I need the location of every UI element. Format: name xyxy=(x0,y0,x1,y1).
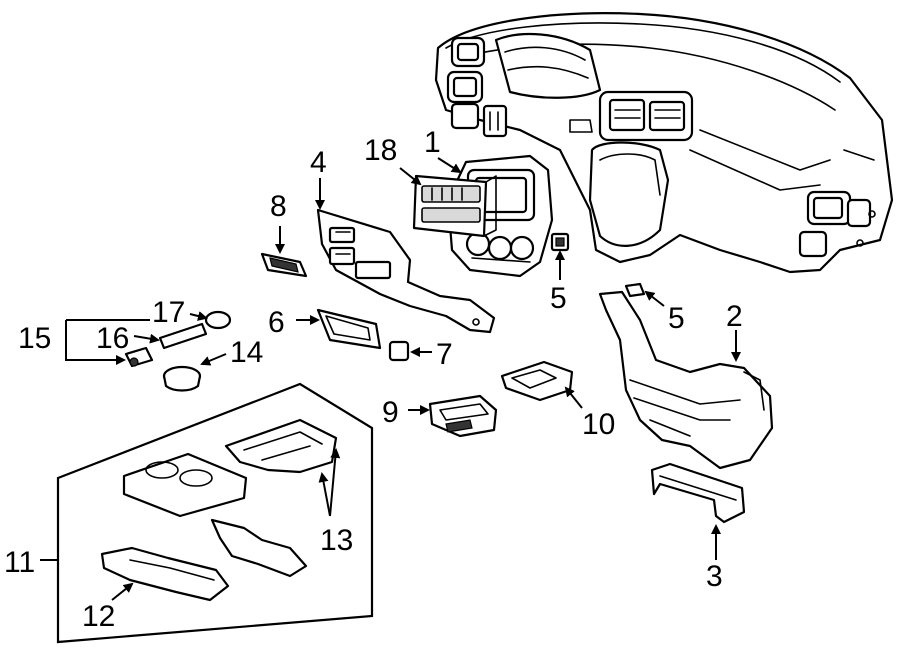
callout-7: 7 xyxy=(436,338,453,371)
leader-17 xyxy=(189,311,208,321)
callout-3: 3 xyxy=(706,560,723,593)
callout-4: 4 xyxy=(310,146,327,179)
switch-part-8 xyxy=(260,252,308,278)
callout-16: 16 xyxy=(96,322,129,355)
callout-labels: 1 2 3 4 5 5 6 7 8 9 10 11 12 13 14 15 16… xyxy=(4,126,743,633)
clip-part-5-upper xyxy=(550,232,570,252)
leader-1 xyxy=(437,157,462,174)
leader-14 xyxy=(200,353,227,366)
pocket-part-10 xyxy=(500,360,574,402)
leader-18 xyxy=(399,167,422,186)
callout-2: 2 xyxy=(726,300,743,333)
knob-part-7 xyxy=(388,340,410,362)
audio-unit-part-18 xyxy=(412,174,497,238)
clip-part-5-lower xyxy=(624,282,646,298)
leader-10 xyxy=(564,386,583,409)
leader-5b xyxy=(644,290,665,307)
leader-13b xyxy=(329,448,341,517)
tray-part-9 xyxy=(428,394,498,438)
callout-10: 10 xyxy=(582,408,615,441)
trim-part-3 xyxy=(650,462,746,524)
callout-8: 8 xyxy=(270,190,287,223)
callout-6: 6 xyxy=(268,306,285,339)
callout-5-upper: 5 xyxy=(550,282,567,315)
cup-part-14 xyxy=(162,365,202,392)
lower-trim-panel-part-4 xyxy=(316,208,496,334)
lower-cover-part-2 xyxy=(598,290,774,470)
leader-12 xyxy=(111,582,134,601)
ashtray-part-6 xyxy=(316,308,382,350)
callout-13: 13 xyxy=(320,524,353,557)
leader-lines xyxy=(40,157,741,601)
callout-5-lower: 5 xyxy=(668,302,685,335)
leader-16 xyxy=(133,333,160,344)
leader-13a xyxy=(318,472,331,517)
socket-parts-15-16-17 xyxy=(124,310,232,368)
callout-17: 17 xyxy=(152,296,185,329)
callout-14: 14 xyxy=(230,336,263,369)
callout-9: 9 xyxy=(382,396,399,429)
console-assembly-part-11 xyxy=(56,382,374,644)
callout-11: 11 xyxy=(4,546,35,579)
callout-15: 15 xyxy=(18,322,51,355)
callout-1: 1 xyxy=(424,126,441,159)
instrument-panel xyxy=(434,12,894,274)
callout-18: 18 xyxy=(364,134,397,167)
leader-15a xyxy=(65,320,126,365)
callout-12: 12 xyxy=(82,600,115,633)
